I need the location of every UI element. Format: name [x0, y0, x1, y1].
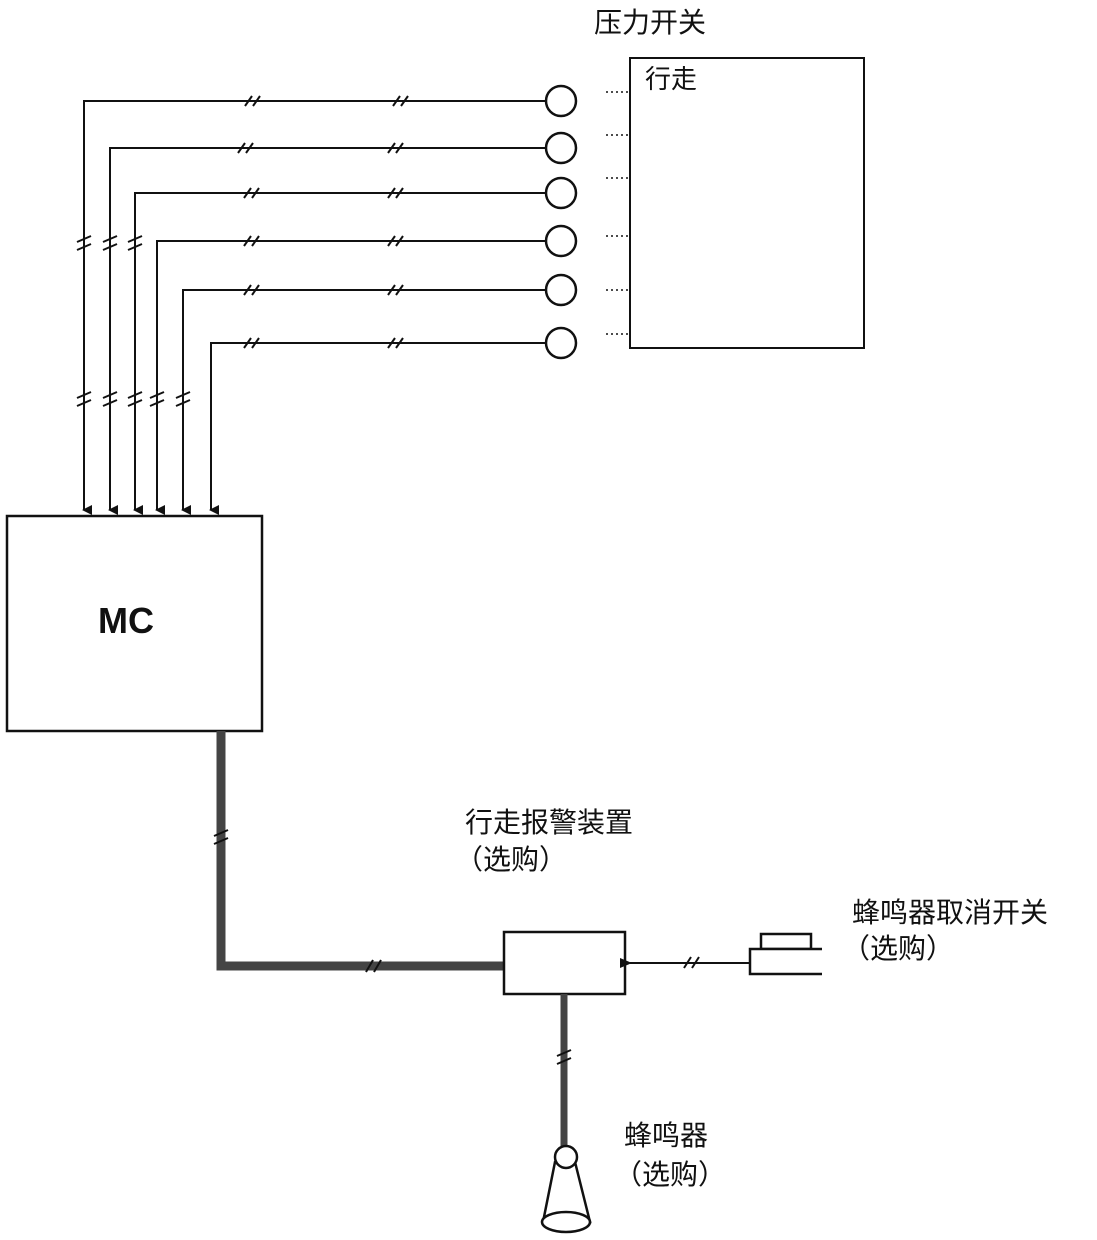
buzzer-cancel-optional: （选购） — [842, 932, 954, 965]
buzzer-cancel-label: 蜂鸣器取消开关 — [852, 896, 1048, 929]
signal-line-2 — [108, 147, 546, 515]
switch-leader-lines — [606, 91, 630, 335]
travel-alarm-label: 行走报警装置 — [465, 806, 633, 839]
travel-alarm-optional: （选购） — [455, 843, 567, 876]
pressure-switch-label: 压力开关 — [594, 6, 706, 39]
wire-break-marks — [76, 95, 409, 407]
buzzer-cancel-switch-body — [748, 947, 822, 976]
travel-pressure-switch-box — [629, 57, 865, 349]
pressure-switch-1 — [544, 84, 578, 118]
travel-label: 行走 — [645, 65, 697, 95]
mc-label: MC — [98, 600, 154, 641]
buzzer-label: 蜂鸣器 — [624, 1119, 708, 1152]
pressure-switches — [544, 84, 578, 360]
buzzer-icon — [540, 1144, 592, 1234]
signal-line-4 — [155, 240, 546, 515]
signal-line-3 — [133, 192, 546, 515]
pressure-switch-2 — [544, 131, 578, 165]
alarm-harness — [216, 731, 504, 971]
travel-alarm-device — [502, 930, 627, 996]
pressure-switch-5 — [544, 273, 578, 307]
pressure-switch-lines — [82, 100, 546, 515]
pressure-switch-4 — [544, 224, 578, 258]
buzzer-cancel-button — [759, 932, 813, 951]
signal-line-1 — [82, 100, 546, 515]
signal-line-6 — [209, 342, 546, 515]
pressure-switch-3 — [544, 176, 578, 210]
mc-controller-box — [5, 514, 264, 733]
pressure-switch-6 — [544, 326, 578, 360]
buzzer-optional: （选购） — [614, 1158, 726, 1191]
signal-line-5 — [181, 289, 546, 515]
